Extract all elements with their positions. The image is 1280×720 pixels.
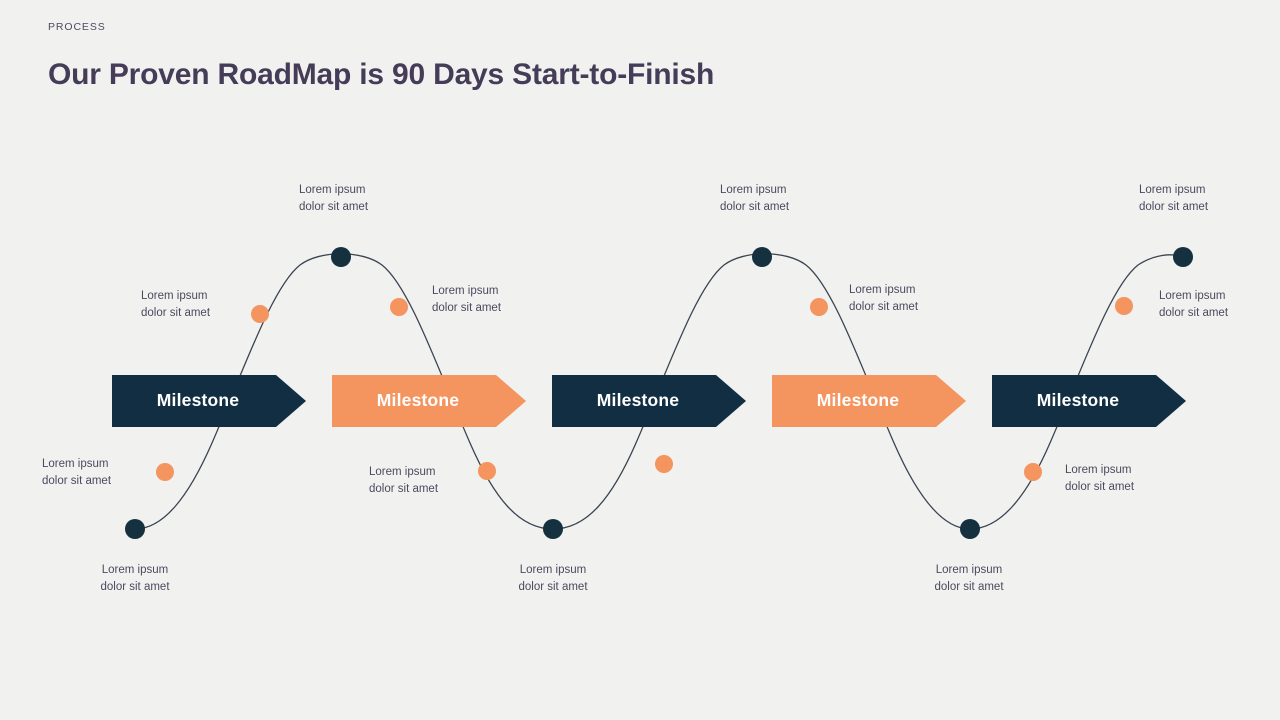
node-caption-5: Lorem ipsum dolor sit amet xyxy=(432,283,516,317)
milestone-chevron-5[interactable]: Milestone xyxy=(992,375,1186,427)
milestone-chevron-3[interactable]: Milestone xyxy=(552,375,746,427)
node-caption-6: Lorem ipsum dolor sit amet xyxy=(369,464,453,498)
node-caption-8: Lorem ipsum dolor sit amet xyxy=(720,182,804,216)
slide-header: PROCESS Our Proven RoadMap is 90 Days St… xyxy=(48,22,714,90)
caption-line-1: Lorem ipsum xyxy=(519,564,587,576)
caption-line-2: dolor sit amet xyxy=(299,201,369,213)
caption-line-2: dolor sit amet xyxy=(100,581,170,593)
node-caption-7: Lorem ipsum dolor sit amet xyxy=(511,562,595,596)
caption-line-2: dolor sit amet xyxy=(720,201,790,213)
caption-line-1: Lorem ipsum xyxy=(1139,184,1206,196)
caption-line-1: Lorem ipsum xyxy=(101,564,169,576)
caption-line-2: dolor sit amet xyxy=(1065,481,1135,493)
caption-line-1: Lorem ipsum xyxy=(42,458,109,470)
eyebrow-label: PROCESS xyxy=(48,21,106,33)
major-node-dot-5[interactable] xyxy=(960,519,980,539)
milestone-label: Milestone xyxy=(816,390,900,411)
minor-node-dot-2[interactable] xyxy=(251,305,269,323)
milestone-label: Milestone xyxy=(156,390,240,411)
node-caption-9: Lorem ipsum dolor sit amet xyxy=(849,282,933,316)
milestone-label: Milestone xyxy=(596,390,680,411)
caption-line-2: dolor sit amet xyxy=(849,301,919,313)
caption-line-1: Lorem ipsum xyxy=(1065,464,1132,476)
major-node-dot-4[interactable] xyxy=(752,247,772,267)
caption-line-2: dolor sit amet xyxy=(518,581,588,593)
caption-line-2: dolor sit amet xyxy=(42,475,112,487)
major-node-dot-1[interactable] xyxy=(125,519,145,539)
milestone-chevron-4[interactable]: Milestone xyxy=(772,375,966,427)
node-caption-4: Lorem ipsum dolor sit amet xyxy=(299,182,383,216)
caption-line-1: Lorem ipsum xyxy=(720,184,787,196)
node-caption-1: Lorem ipsum dolor sit amet xyxy=(93,562,177,596)
minor-node-dot-1[interactable] xyxy=(156,463,174,481)
caption-line-1: Lorem ipsum xyxy=(299,184,366,196)
milestone-chevron-1[interactable]: Milestone xyxy=(112,375,306,427)
caption-line-2: dolor sit amet xyxy=(1139,201,1209,213)
milestone-chevron-2[interactable]: Milestone xyxy=(332,375,526,427)
node-caption-3: Lorem ipsum dolor sit amet xyxy=(141,288,225,322)
caption-line-2: dolor sit amet xyxy=(1159,307,1229,319)
caption-line-1: Lorem ipsum xyxy=(141,290,208,302)
major-node-dot-2[interactable] xyxy=(331,247,351,267)
caption-line-2: dolor sit amet xyxy=(141,307,211,319)
caption-line-2: dolor sit amet xyxy=(934,581,1004,593)
page-title: Our Proven RoadMap is 90 Days Start-to-F… xyxy=(48,57,715,91)
caption-line-1: Lorem ipsum xyxy=(849,284,916,296)
minor-node-dot-6[interactable] xyxy=(810,298,828,316)
minor-node-dot-7[interactable] xyxy=(1024,463,1042,481)
node-caption-13: Lorem ipsum dolor sit amet xyxy=(1159,288,1243,322)
milestone-label: Milestone xyxy=(1036,390,1120,411)
caption-line-1: Lorem ipsum xyxy=(1159,290,1226,302)
milestone-label: Milestone xyxy=(376,390,460,411)
caption-line-1: Lorem ipsum xyxy=(935,564,1003,576)
minor-node-dot-3[interactable] xyxy=(390,298,408,316)
caption-line-2: dolor sit amet xyxy=(369,483,439,495)
node-caption-2: Lorem ipsum dolor sit amet xyxy=(42,456,126,490)
major-node-dot-3[interactable] xyxy=(543,519,563,539)
minor-node-dot-8[interactable] xyxy=(1115,297,1133,315)
minor-node-dot-5[interactable] xyxy=(655,455,673,473)
node-caption-12: Lorem ipsum dolor sit amet xyxy=(1139,182,1223,216)
node-caption-10: Lorem ipsum dolor sit amet xyxy=(927,562,1011,596)
node-caption-11: Lorem ipsum dolor sit amet xyxy=(1065,462,1149,496)
caption-line-2: dolor sit amet xyxy=(432,302,502,314)
major-node-dot-6[interactable] xyxy=(1173,247,1193,267)
caption-line-1: Lorem ipsum xyxy=(369,466,436,478)
minor-node-dot-4[interactable] xyxy=(478,462,496,480)
caption-line-1: Lorem ipsum xyxy=(432,285,499,297)
